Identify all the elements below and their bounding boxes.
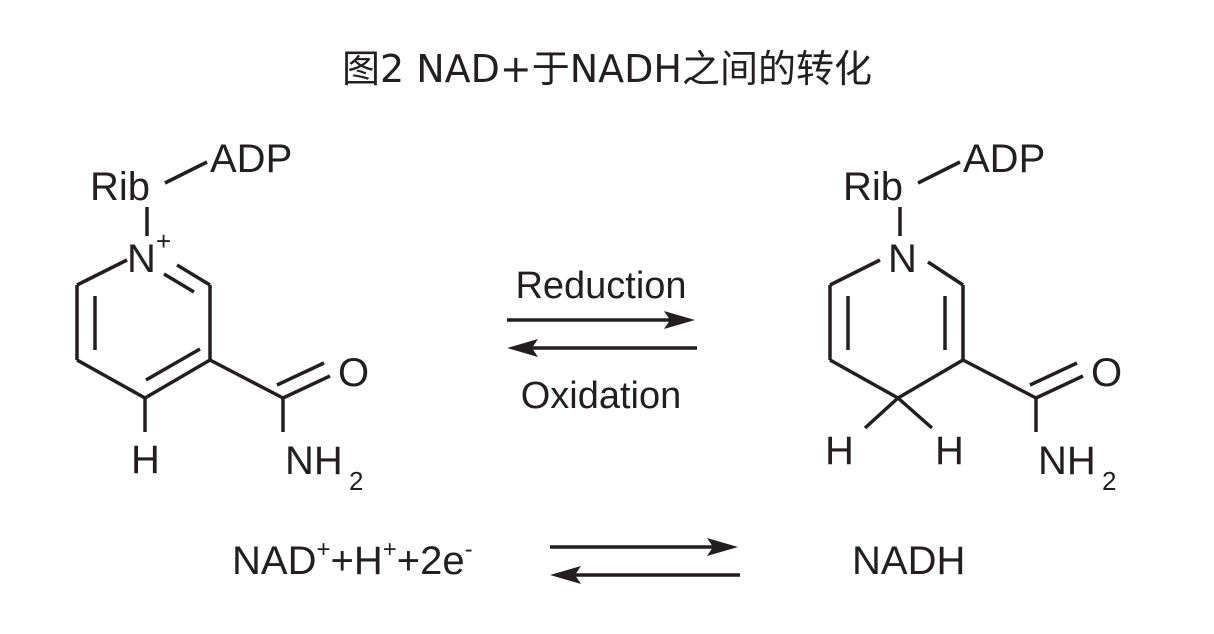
nad-plus-carbonyl-bond: [282, 374, 331, 400]
nad-plus-rib-adp-bond: [164, 160, 208, 185]
oxidation-arrowhead: [507, 339, 538, 357]
nadh-ring-bond: [927, 260, 964, 287]
nadh-rib-adp-bond: [917, 160, 961, 185]
equation-e-charge: -: [465, 536, 473, 563]
nadh-ch-bond: [863, 396, 900, 430]
nadh-n-label: N: [888, 237, 917, 281]
equation-h: H: [354, 539, 383, 583]
oxidation-label: Oxidation: [521, 375, 682, 417]
nad-plus-nh-label: NH: [285, 439, 343, 483]
nadh-h1-label: H: [825, 429, 854, 473]
figure-title: 图2 NAD+于NADH之间的转化: [342, 47, 872, 91]
nadh-amide-bond: [962, 358, 1037, 400]
nad-plus-rib-label: Rib: [90, 165, 150, 209]
nadh-ring-bond: [897, 358, 964, 400]
nadh-ch-bond: [896, 396, 934, 430]
redox-arrows: Reduction Oxidation: [507, 265, 697, 417]
nadh-rib-label: Rib: [843, 165, 903, 209]
nadh-carbonyl-double-bond: [1029, 361, 1078, 387]
reduction-label: Reduction: [515, 265, 686, 307]
nad-plus-adp-label: ADP: [210, 137, 292, 181]
equation-nad-charge: +: [316, 536, 330, 563]
nad-plus-nh-subscript: 2: [349, 466, 363, 496]
nadh-ring-bond: [829, 258, 881, 287]
nadh-adp-label: ADP: [963, 137, 1045, 181]
equation-reactants: NAD++H++2e-: [232, 536, 473, 583]
equation-reverse-arrowhead: [550, 566, 581, 584]
nad-plus-n-label: N: [127, 237, 156, 281]
nad-plus-structure: Rib ADP N + H O NH 2: [75, 137, 369, 496]
equation-electrons: 2e: [420, 539, 465, 583]
nad-plus-ring-bond: [144, 358, 211, 400]
nadh-o-label: O: [1091, 351, 1122, 395]
nad-plus-amide-bond: [209, 358, 284, 400]
equation-plus-2: +: [397, 539, 420, 583]
nadh-nh-subscript: 2: [1102, 466, 1116, 496]
nad-plus-ring-bond: [176, 263, 211, 287]
nad-plus-ring-bond: [76, 258, 128, 287]
nadh-carbonyl-bond: [1035, 374, 1084, 400]
nadh-structure: Rib ADP N H H O NH 2: [825, 137, 1122, 496]
nad-plus-charge: +: [156, 226, 171, 256]
nad-plus-h-label: H: [131, 438, 160, 482]
nad-plus-o-label: O: [338, 351, 369, 395]
overall-equation: NAD++H++2e- NADH: [232, 536, 965, 584]
nad-plus-ring-double-bond: [163, 272, 195, 294]
reduction-arrowhead: [664, 311, 695, 329]
equation-plus-1: +: [330, 539, 353, 583]
nadh-h2-label: H: [935, 429, 964, 473]
nad-plus-ring-double-bond: [145, 347, 201, 382]
nad-plus-ring-bond: [76, 358, 146, 400]
equation-product: NADH: [852, 539, 965, 583]
equation-nad: NAD: [232, 539, 316, 583]
equation-h-charge: +: [383, 536, 397, 563]
nadh-ring-bond: [829, 358, 899, 400]
nad-plus-carbonyl-double-bond: [276, 361, 325, 387]
nadh-nh-label: NH: [1038, 439, 1096, 483]
equation-forward-arrowhead: [707, 538, 738, 556]
